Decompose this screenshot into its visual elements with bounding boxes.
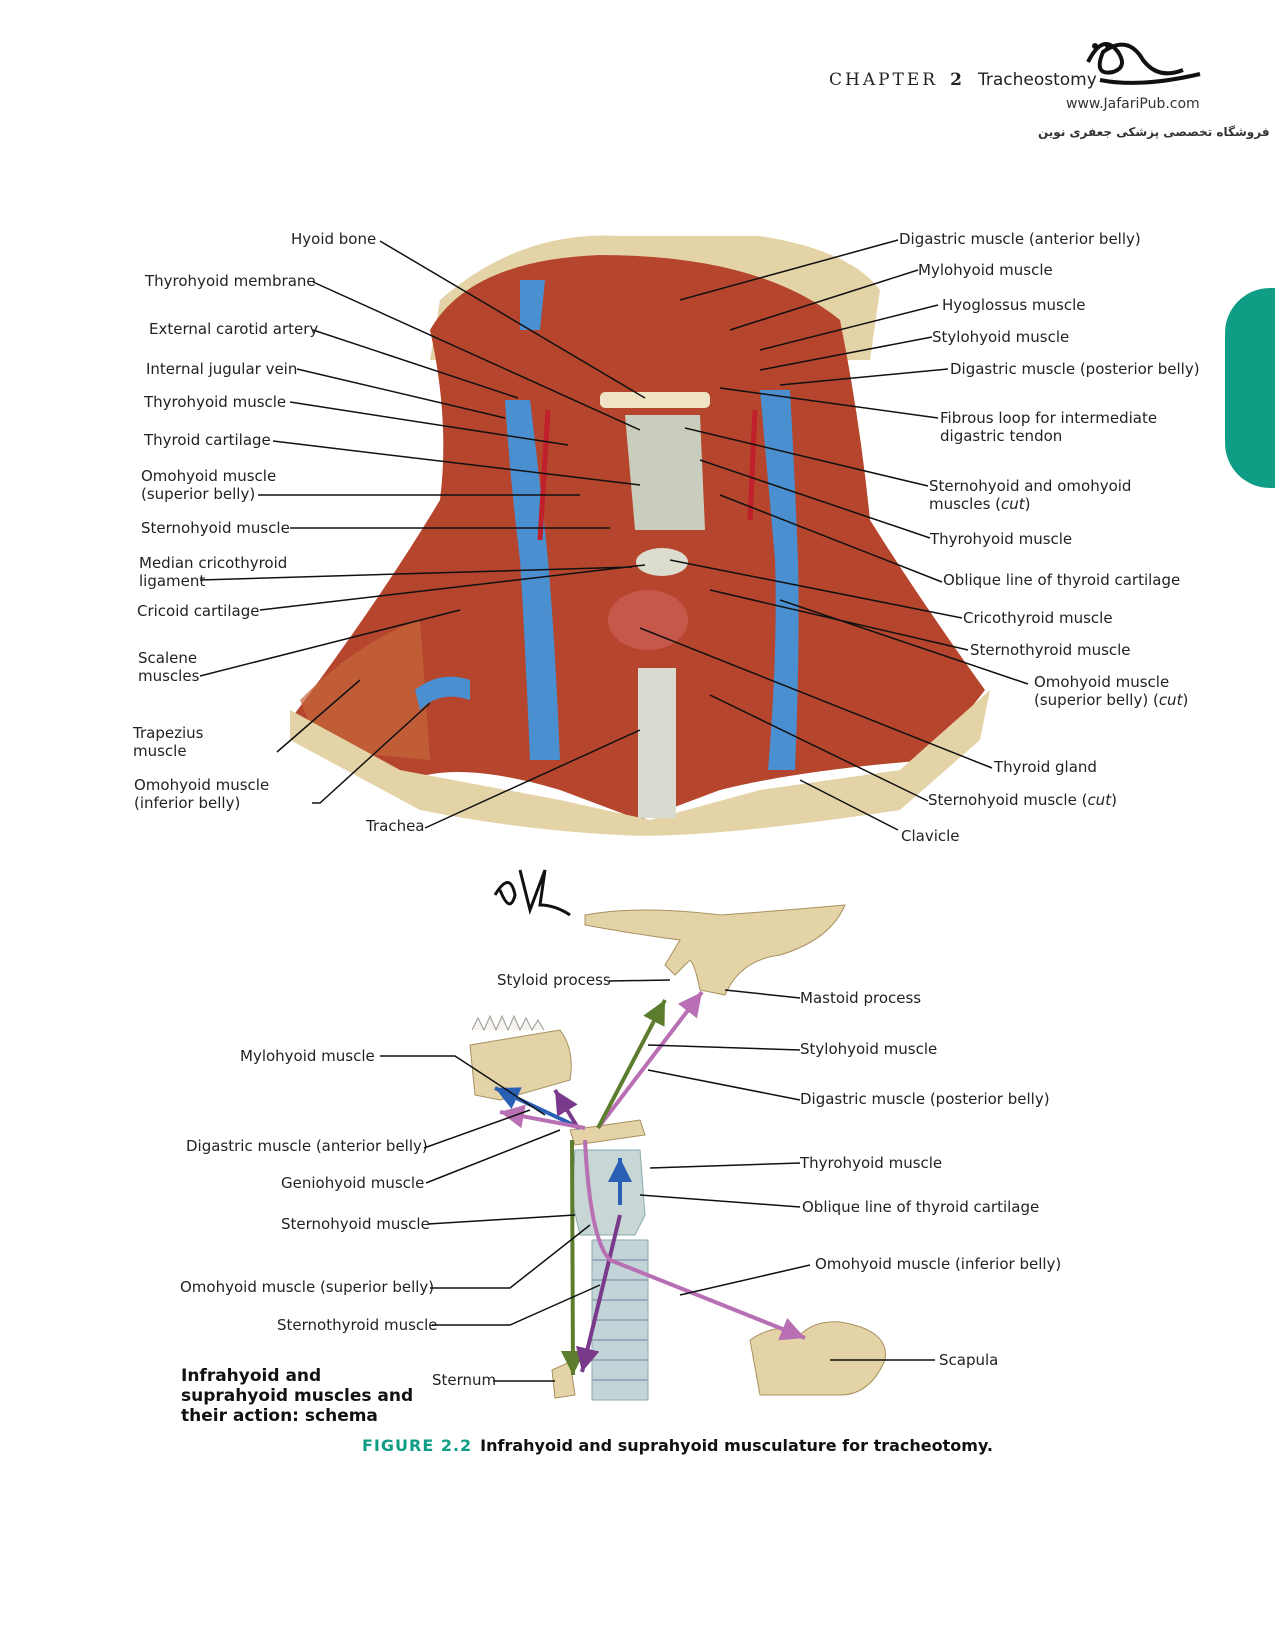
label-after: ) — [1182, 691, 1189, 709]
label-clavicle: Clavicle — [901, 827, 960, 845]
figure-number: FIGURE 2.2 — [362, 1436, 473, 1455]
label-oblique-line-schema: Oblique line of thyroid cartilage — [802, 1198, 1040, 1216]
label-mylohyoid-muscle-schema: Mylohyoid muscle — [240, 1047, 375, 1065]
label-omohyoid-superior-belly: Omohyoid muscle (superior belly) — [141, 467, 277, 503]
label-hyoglossus-muscle: Hyoglossus muscle — [942, 296, 1086, 314]
label-mylohyoid-muscle: Mylohyoid muscle — [918, 261, 1053, 279]
figure-caption: FIGURE 2.2 Infrahyoid and suprahyoid musc… — [362, 1436, 993, 1455]
label-digastric-anterior-belly: Digastric muscle (anterior belly) — [899, 230, 1141, 248]
label-text: Sternohyoid and omohyoid muscles ( — [929, 477, 1132, 513]
label-stylohyoid-muscle: Stylohyoid muscle — [932, 328, 1070, 346]
watermark-url: www.JafariPub.com — [1066, 96, 1200, 112]
label-trachea: Trachea — [366, 817, 425, 835]
caption-text: Infrahyoid and suprahyoid musculature fo… — [480, 1436, 993, 1455]
label-sternohyoid-cut: Sternohyoid muscle (cut) — [928, 791, 1117, 809]
label-sternohyoid-muscle: Sternohyoid muscle — [141, 519, 290, 537]
label-italic: cut — [1158, 691, 1183, 709]
label-digastric-posterior-schema: Digastric muscle (posterior belly) — [800, 1090, 1050, 1108]
label-styloid-process: Styloid process — [497, 971, 611, 989]
label-median-cricothyroid-ligament: Median cricothyroid ligament — [139, 554, 288, 590]
label-italic: cut — [1001, 495, 1025, 513]
label-external-carotid-artery: External carotid artery — [149, 320, 319, 338]
chapter-number: 2 — [950, 70, 962, 90]
label-cricoid-cartilage: Cricoid cartilage — [137, 602, 260, 620]
label-omohyoid-superior-schema: Omohyoid muscle (superior belly) — [180, 1278, 435, 1296]
label-mastoid-process: Mastoid process — [800, 989, 922, 1007]
label-omohyoid-inferior-schema: Omohyoid muscle (inferior belly) — [815, 1255, 1062, 1273]
label-after: ) — [1024, 495, 1031, 513]
label-stylohyoid-muscle-schema: Stylohyoid muscle — [800, 1040, 938, 1058]
label-trapezius-muscle: Trapezius muscle — [133, 724, 204, 760]
label-cricothyroid-muscle: Cricothyroid muscle — [963, 609, 1113, 627]
label-oblique-line-thyroid-cartilage: Oblique line of thyroid cartilage — [943, 571, 1181, 589]
label-digastric-posterior-belly: Digastric muscle (posterior belly) — [950, 360, 1200, 378]
chapter-thumb-tab — [1225, 288, 1275, 488]
label-sternohyoid-muscle-schema: Sternohyoid muscle — [281, 1215, 430, 1233]
label-hyoid-bone: Hyoid bone — [291, 230, 377, 248]
label-thyroid-gland: Thyroid gland — [994, 758, 1097, 776]
label-omohyoid-superior-cut: Omohyoid muscle (superior belly) (cut) — [1034, 673, 1188, 709]
label-italic: cut — [1087, 791, 1112, 809]
chapter-word: CHAPTER — [829, 70, 939, 90]
label-thyrohyoid-muscle-schema: Thyrohyoid muscle — [800, 1154, 943, 1172]
label-scapula: Scapula — [939, 1351, 999, 1369]
label-fibrous-loop: Fibrous loop for intermediate digastric … — [940, 409, 1158, 445]
artist-signature — [493, 869, 571, 917]
label-sternothyroid-muscle: Sternothyroid muscle — [970, 641, 1131, 659]
label-after: ) — [1111, 791, 1117, 809]
label-omohyoid-inferior-belly: Omohyoid muscle (inferior belly) — [134, 776, 270, 812]
label-thyrohyoid-muscle-left: Thyrohyoid muscle — [144, 393, 287, 411]
label-thyrohyoid-muscle-right: Thyrohyoid muscle — [930, 530, 1073, 548]
label-sternum: Sternum — [432, 1371, 497, 1389]
running-header: CHAPTER 2 Tracheostomy — [829, 70, 1097, 90]
label-digastric-anterior-schema: Digastric muscle (anterior belly) — [186, 1137, 428, 1155]
label-sternohyoid-omohyoid-cut: Sternohyoid and omohyoid muscles (cut) — [929, 477, 1131, 513]
schema-title: Infrahyoid and suprahyoid muscles and th… — [181, 1366, 414, 1426]
chapter-title: Tracheostomy — [977, 70, 1097, 90]
label-thyroid-cartilage: Thyroid cartilage — [144, 431, 271, 449]
label-scalene-muscles: Scalene muscles — [138, 649, 200, 685]
label-sternothyroid-muscle-schema: Sternothyroid muscle — [277, 1316, 438, 1334]
label-thyrohyoid-membrane: Thyrohyoid membrane — [145, 272, 316, 290]
watermark-store-name: فروشگاه تخصصی پزشکی جعفری نوین — [1038, 125, 1270, 139]
label-text: Sternohyoid muscle ( — [928, 791, 1088, 809]
label-internal-jugular-vein: Internal jugular vein — [146, 360, 298, 378]
label-text: Omohyoid muscle (superior belly) ( — [1034, 673, 1170, 709]
label-geniohyoid-muscle: Geniohyoid muscle — [281, 1174, 425, 1192]
